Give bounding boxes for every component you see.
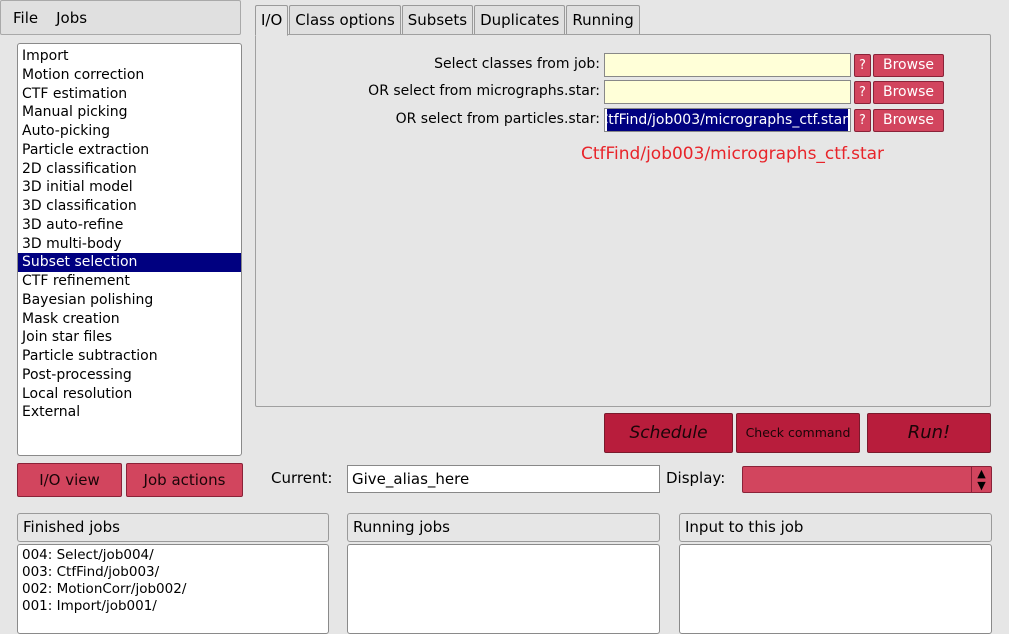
select-classes-input[interactable] (604, 53, 851, 77)
job-type-item[interactable]: External (22, 404, 81, 421)
finished-jobs-header: Finished jobs (17, 513, 329, 542)
job-type-item[interactable]: 2D classification (22, 160, 137, 177)
job-type-item[interactable]: Auto-picking (22, 123, 111, 139)
job-type-item[interactable]: Post-processing (22, 366, 132, 383)
job-type-item[interactable]: Particle subtraction (22, 348, 158, 364)
menu-file[interactable]: File (13, 8, 39, 27)
tab-subsets[interactable]: Subsets (401, 5, 474, 34)
input-to-job-list[interactable] (679, 544, 992, 634)
tab-class-options[interactable]: Class options (289, 5, 401, 34)
tab-bar: I/O Class options Subsets Duplicates Run… (255, 5, 641, 36)
job-type-item[interactable]: Bayesian polishing (22, 291, 154, 308)
running-jobs-list[interactable] (347, 544, 660, 634)
menu-jobs[interactable]: Jobs (56, 8, 88, 27)
schedule-button[interactable]: Schedule (604, 413, 733, 453)
select-classes-browse-button[interactable]: Browse (873, 54, 944, 77)
running-jobs-header: Running jobs (347, 513, 660, 542)
finished-job-item[interactable]: 003: CtfFind/job003/ (22, 564, 160, 580)
job-actions-button[interactable]: Job actions (126, 463, 243, 497)
tab-io[interactable]: I/O (255, 5, 289, 36)
job-type-item[interactable]: Join star files (22, 329, 113, 346)
job-type-item[interactable]: CTF refinement (22, 273, 130, 289)
finished-job-item[interactable]: 002: MotionCorr/job002/ (22, 581, 187, 597)
finished-job-item[interactable]: 001: Import/job001/ (22, 598, 157, 614)
finished-job-item[interactable]: 004: Select/job004/ (22, 547, 154, 563)
finished-jobs-list: 004: Select/job004/ 003: CtfFind/job003/… (17, 544, 329, 634)
current-label: Current: (271, 469, 333, 487)
particles-star-label: OR select from particles.star: (395, 111, 600, 127)
job-type-item[interactable]: 3D multi-body (22, 235, 122, 252)
particles-star-input[interactable]: CtfFind/job003/micrographs_ctf.star (604, 108, 851, 132)
particles-star-browse-button[interactable]: Browse (873, 109, 944, 132)
micrographs-star-help-button[interactable]: ? (854, 81, 871, 104)
tab-running[interactable]: Running (566, 5, 640, 34)
job-type-item[interactable]: Manual picking (22, 104, 128, 121)
io-view-button[interactable]: I/O view (17, 463, 122, 497)
input-to-job-header: Input to this job (679, 513, 992, 542)
particles-star-input-selection: CtfFind/job003/micrographs_ctf.star (607, 109, 848, 131)
current-alias-input[interactable]: Give_alias_here (347, 465, 660, 493)
job-type-item[interactable]: Import (22, 48, 69, 64)
job-type-item[interactable]: Mask creation (22, 310, 120, 327)
display-label: Display: (666, 469, 726, 487)
particles-star-help-button[interactable]: ? (854, 109, 871, 132)
tab-duplicates[interactable]: Duplicates (474, 5, 566, 34)
job-type-item[interactable]: Local resolution (22, 385, 133, 402)
updown-arrow-icon: ▲▼ (971, 467, 991, 492)
micrographs-star-browse-button[interactable]: Browse (873, 81, 944, 104)
menu-bar: File Jobs (0, 0, 241, 35)
job-type-list: Import Motion correction CTF estimation … (17, 43, 242, 456)
micrographs-star-input[interactable] (604, 80, 851, 104)
job-type-item[interactable]: 3D classification (22, 198, 137, 214)
job-type-item[interactable]: 3D auto-refine (22, 216, 124, 233)
job-type-item-selected[interactable]: Subset selection (18, 253, 241, 272)
check-command-button[interactable]: Check command (736, 413, 860, 453)
micrographs-star-label: OR select from micrographs.star: (368, 83, 600, 99)
display-select[interactable]: ▲▼ (742, 466, 992, 493)
job-type-item[interactable]: 3D initial model (22, 179, 133, 196)
job-type-item[interactable]: Motion correction (22, 66, 145, 83)
job-type-item[interactable]: Particle extraction (22, 141, 150, 158)
select-classes-help-button[interactable]: ? (854, 54, 871, 77)
select-classes-label: Select classes from job: (434, 56, 600, 72)
job-type-item[interactable]: CTF estimation (22, 85, 128, 102)
run-button[interactable]: Run! (867, 413, 991, 453)
path-hint-text: CtfFind/job003/micrographs_ctf.star (581, 144, 885, 164)
